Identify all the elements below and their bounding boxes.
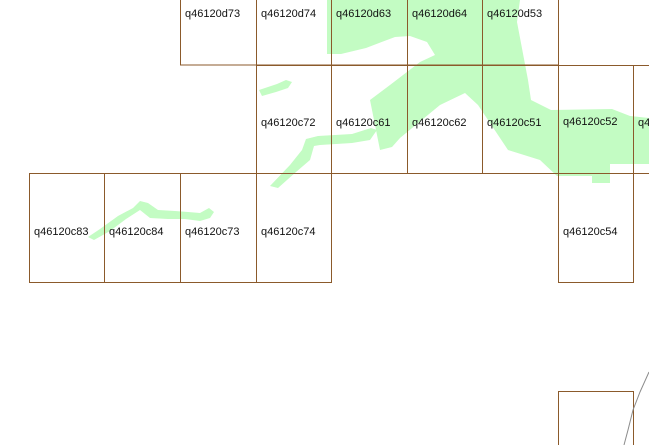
green-stream-small [259,80,292,96]
label-q46120c83: q46120c83 [34,226,88,238]
label-q46120c4x: q4 [638,117,649,129]
label-q46120c84: q46120c84 [109,226,163,238]
label-q46120c72: q46120c72 [261,117,315,129]
label-q46120d73: q46120d73 [185,8,240,20]
green-stream-west [88,201,214,240]
tile-q46120c74[interactable] [256,173,332,283]
label-q46120c73: q46120c73 [185,226,239,238]
green-stream-east [270,128,377,188]
label-q46120c52: q46120c52 [563,116,617,128]
label-q46120c74: q46120c74 [261,226,315,238]
tile-labels: q46120d73 q46120d74 q46120d63 q46120d64 … [34,8,649,238]
label-q46120d64: q46120d64 [412,8,467,20]
label-q46120c51: q46120c51 [487,117,541,129]
tile-q46120c54[interactable] [558,173,634,283]
tile-partial-bottom-right[interactable] [558,391,634,445]
green-area-main [327,0,649,183]
label-q46120c61: q46120c61 [336,117,390,129]
label-q46120d53: q46120d53 [487,8,542,20]
label-q46120d74: q46120d74 [261,8,316,20]
line-feature [623,371,649,445]
tile-q46120c4x[interactable] [633,65,649,174]
label-q46120c54: q46120c54 [563,226,617,238]
label-q46120d63: q46120d63 [336,8,391,20]
green-area-features [88,0,649,240]
label-q46120c62: q46120c62 [412,117,466,129]
tile-grid [29,0,649,445]
